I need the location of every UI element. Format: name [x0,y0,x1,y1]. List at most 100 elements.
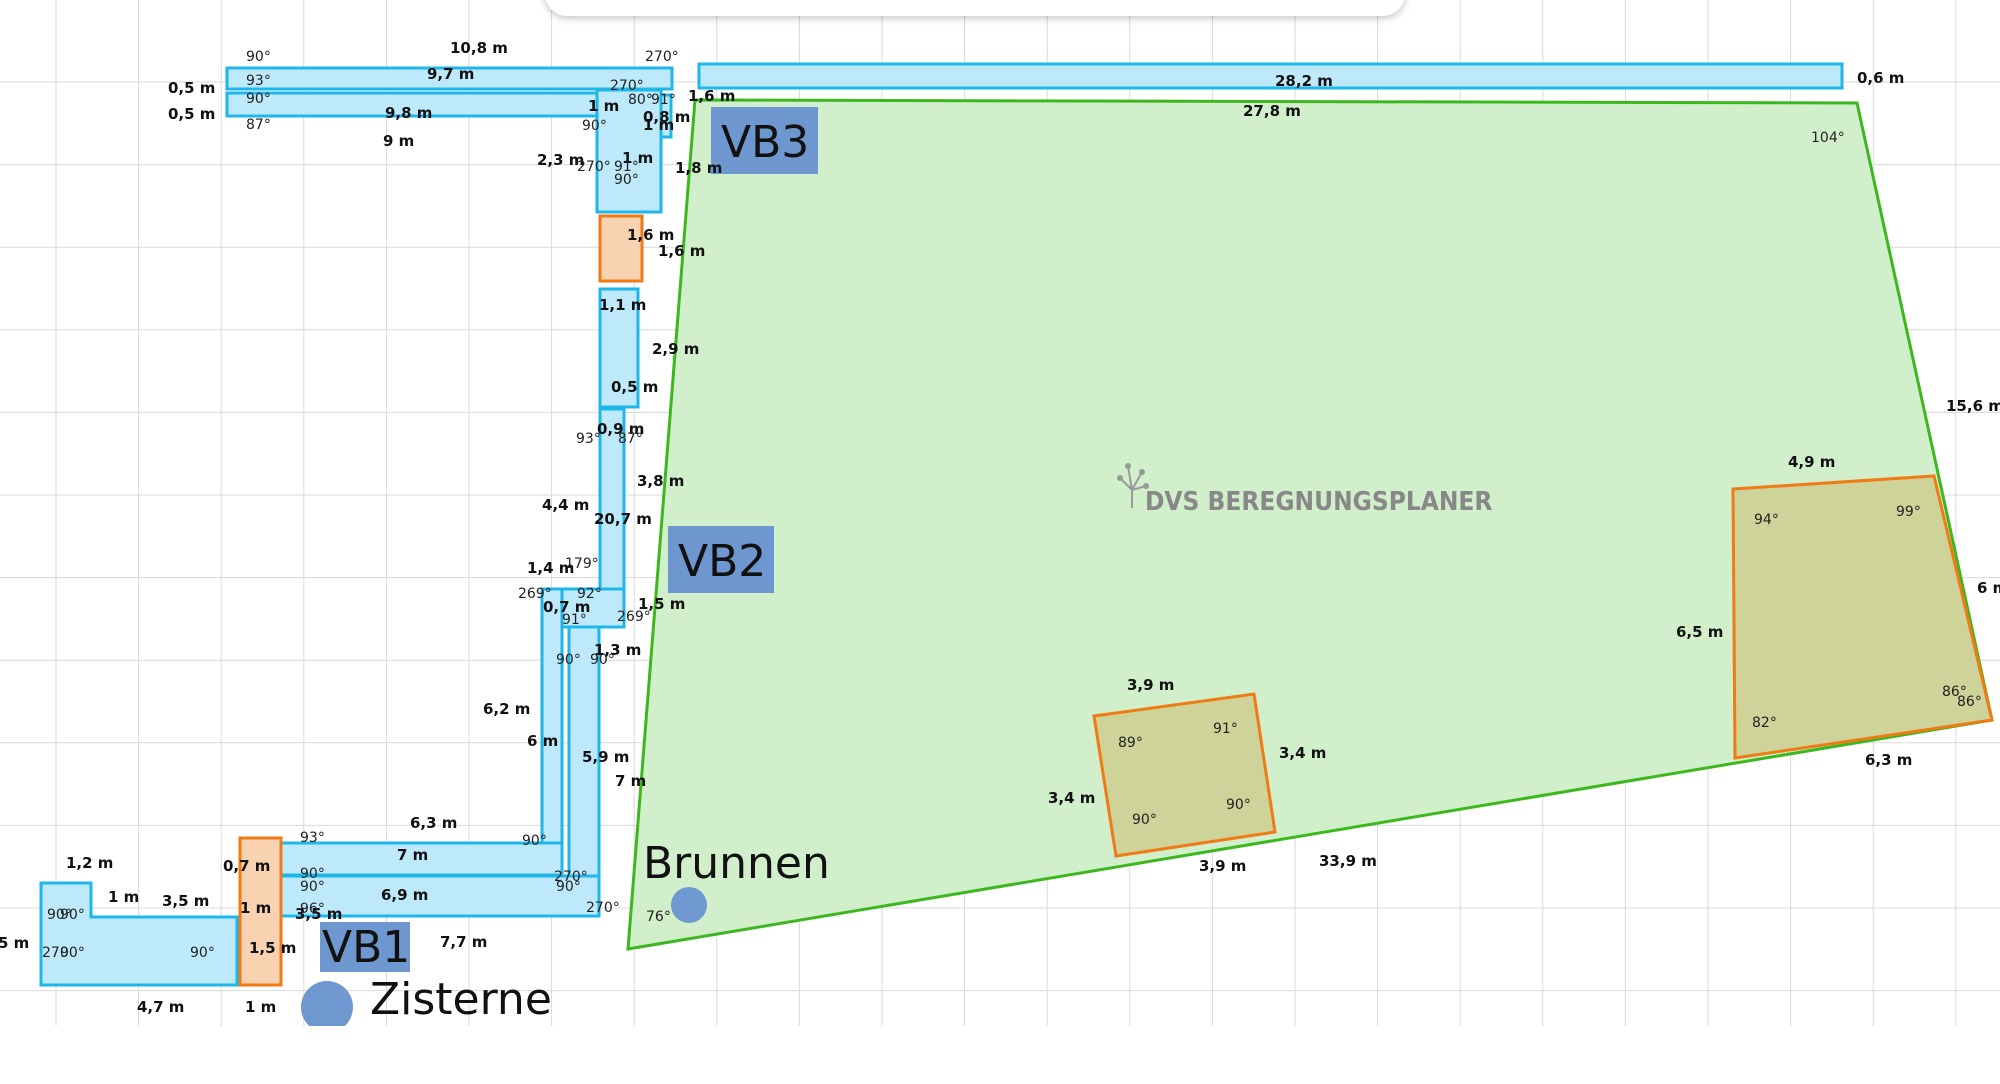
watermark-logo [1117,463,1149,508]
pipe-segment-upper-vertical[interactable] [598,287,640,409]
angle-label: 90° [300,866,325,882]
vb1-label-bg[interactable] [320,922,410,972]
vb2-label-bg[interactable] [668,526,774,593]
measure-label: 3,4 m [1048,789,1095,807]
measure-label: 5,9 m [582,748,629,766]
drawing-toolbar [545,0,1405,16]
measure-label: 0,9 m [597,420,644,438]
angle-label: 91° [651,92,676,108]
measure-label: 3,9 m [1199,857,1246,875]
angle-label: 96° [300,901,325,917]
measure-label: 9,8 m [385,104,432,122]
angle-label: 179° [565,556,599,572]
measure-label: 4,4 m [542,496,589,514]
angle-label: 270° [586,900,620,916]
measure-label: 3,8 m [637,472,684,490]
planting-bed-large[interactable] [1731,474,1994,760]
measure-label: 1 m [245,998,276,1016]
measure-label: 4,9 m [1788,453,1835,471]
angle-label: 269° [617,609,651,625]
angle-label: 270° [610,78,644,94]
pipe-segment-left-vertical[interactable] [540,587,564,847]
angle-label: 87° [246,117,271,133]
angle-label: 90° [60,907,85,923]
measure-label: 33,9 m [1319,852,1377,870]
measure-label: 1 m [108,888,139,906]
measure-label: 0,7 m [223,857,270,875]
angle-label: 90° [60,945,85,961]
measure-label: 1,2 m [66,854,113,872]
measure-label: 0,6 m [1857,69,1904,87]
measure-label: 7,7 m [440,933,487,951]
angle-label: 90° [246,49,271,65]
brunnen-label: Brunnen [643,838,830,889]
vb2-label[interactable]: VB2 [678,536,766,587]
pipe-segment-vb1-block[interactable] [39,881,239,987]
measure-label: 10,8 m [450,39,508,57]
zisterne-point[interactable] [301,981,353,1033]
angle-label: 90° [522,833,547,849]
measure-label: 0,7 m [543,598,590,616]
pipe-segments [39,62,1844,987]
angle-label: 86° [1957,694,1982,710]
angle-label: 90° [1132,812,1157,828]
measure-label: 1,5 m [249,939,296,957]
valve-box-lower[interactable] [238,836,283,987]
measure-label: 3,5 m [162,892,209,910]
angle-label: 90° [614,172,639,188]
pipe-segment-vb3-vertical[interactable] [595,88,663,214]
measure-label: 0,5 m [611,378,658,396]
planting-bed-small[interactable] [1092,692,1277,858]
valve-box-upper[interactable] [598,214,644,283]
angle-label: 82° [1752,715,1777,731]
pipe-segment-bottom-row-1[interactable] [279,841,564,877]
measure-label: 6 m [1977,579,2000,597]
canvas-bottom-edge [0,1026,2000,1084]
measure-label: 28,2 m [1275,72,1333,90]
pipe-segment-top-row-1[interactable] [225,66,674,91]
angle-label: 270 [42,945,69,961]
measure-label: 0,5 m [168,79,215,97]
vb1-label[interactable]: VB1 [322,922,410,973]
angle-label: 94° [1754,512,1779,528]
measure-label: 6,3 m [410,814,457,832]
angle-label: 90° [47,907,72,923]
measure-label: 6,5 m [1676,623,1723,641]
measure-label: 6,2 m [483,700,530,718]
measure-label: 1,6 m [658,242,705,260]
angle-label: 93° [576,431,601,447]
measure-label: 2,3 m [537,151,584,169]
measure-label: 3,4 m [1279,744,1326,762]
measure-label: 9,7 m [427,65,474,83]
vb3-label-bg[interactable] [711,107,818,174]
angle-label: 91° [1213,721,1238,737]
measure-label: 1,1 m [599,296,646,314]
angle-label: 93° [246,73,271,89]
measure-label: 1,3 m [594,641,641,659]
watermark-text: DVS BEREGNUNGSPLANER [1145,487,1492,517]
pipe-segment-long-top[interactable] [697,62,1844,90]
measure-label: 3,9 m [1127,676,1174,694]
angle-label: 270° [645,49,679,65]
angle-label: 91° [614,159,639,175]
angle-label: 90° [246,91,271,107]
measure-label: 1,8 m [675,159,722,177]
measure-label: 5 m [0,934,29,952]
measure-label: 9 m [383,132,414,150]
measure-label: 1 m [622,149,653,167]
angle-label: 80° [628,92,653,108]
measure-label: 0,5 m [168,105,215,123]
measure-label: 2,9 m [652,340,699,358]
angle-label: 92° [577,586,602,602]
measure-label: 1,4 m [527,559,574,577]
vb3-label[interactable]: VB3 [721,117,809,168]
measure-label: 6,9 m [381,886,428,904]
angle-label: 91° [562,612,587,628]
measure-label: 1,6 m [627,226,674,244]
angle-label: 90° [556,652,581,668]
brunnen-point[interactable] [671,887,707,923]
measurement-labels: 10,8 m 9,7 m 0,5 m 0,5 m 9,8 m 9 m 1 m 0… [0,39,2000,1016]
measure-label: 6 m [527,732,558,750]
pipe-segment-bottom-row-2[interactable] [279,874,601,918]
